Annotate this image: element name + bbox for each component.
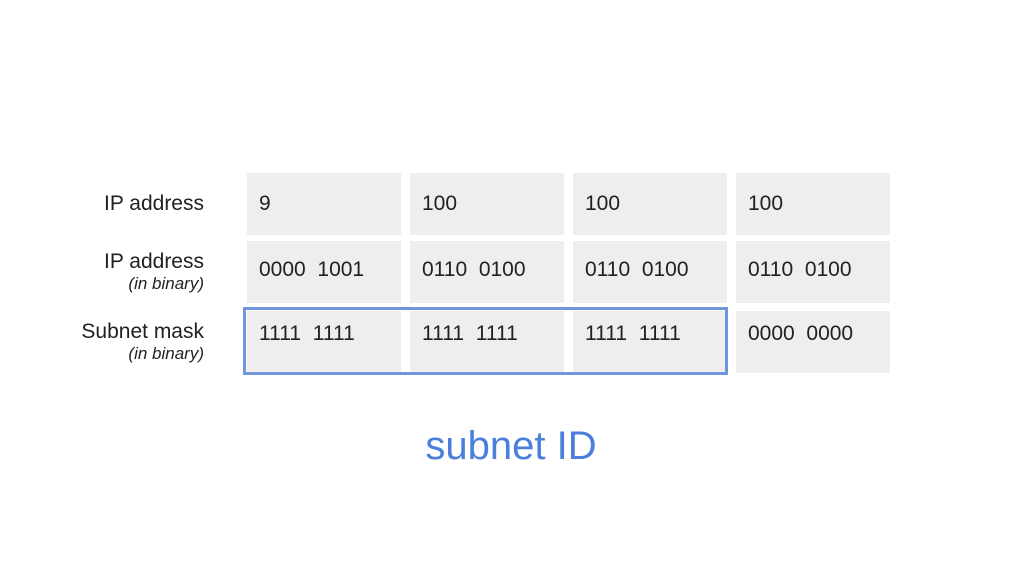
- octet-cell-2: 100: [410, 173, 564, 235]
- octet-cell-2: 0110 0100: [410, 241, 564, 303]
- row-label: Subnet mask (in binary): [81, 311, 204, 373]
- ip-address-binary-row: IP address (in binary) 0000 1001 0110 01…: [0, 241, 1022, 303]
- octet-cell-1: 0000 1001: [247, 241, 401, 303]
- octet-cell-4: 0000 0000: [736, 311, 890, 373]
- subnet-id-caption: subnet ID: [425, 424, 597, 468]
- row-label: IP address: [104, 173, 204, 235]
- ip-address-decimal-row: IP address 9 100 100 100: [0, 173, 1022, 235]
- octet-cell-1: 1111 1111: [247, 311, 401, 373]
- row-label-sub: (in binary): [128, 344, 204, 363]
- row-label-main: IP address: [103, 192, 204, 215]
- octet-cell-2: 1111 1111: [410, 311, 564, 373]
- octet-cell-3: 1111 1111: [573, 311, 727, 373]
- subnet-mask-binary-row: Subnet mask (in binary) 1111 1111 1111 1…: [0, 311, 1022, 373]
- octet-cell-4: 0110 0100: [736, 241, 890, 303]
- octet-cell-4: 100: [736, 173, 890, 235]
- row-label-main: IP address: [103, 250, 204, 273]
- octet-cell-1: 9: [247, 173, 401, 235]
- row-label: IP address (in binary): [104, 241, 204, 303]
- row-label-main: Subnet mask: [81, 320, 204, 343]
- octet-cell-3: 0110 0100: [573, 241, 727, 303]
- octet-cell-3: 100: [573, 173, 727, 235]
- row-label-sub: (in binary): [128, 274, 204, 293]
